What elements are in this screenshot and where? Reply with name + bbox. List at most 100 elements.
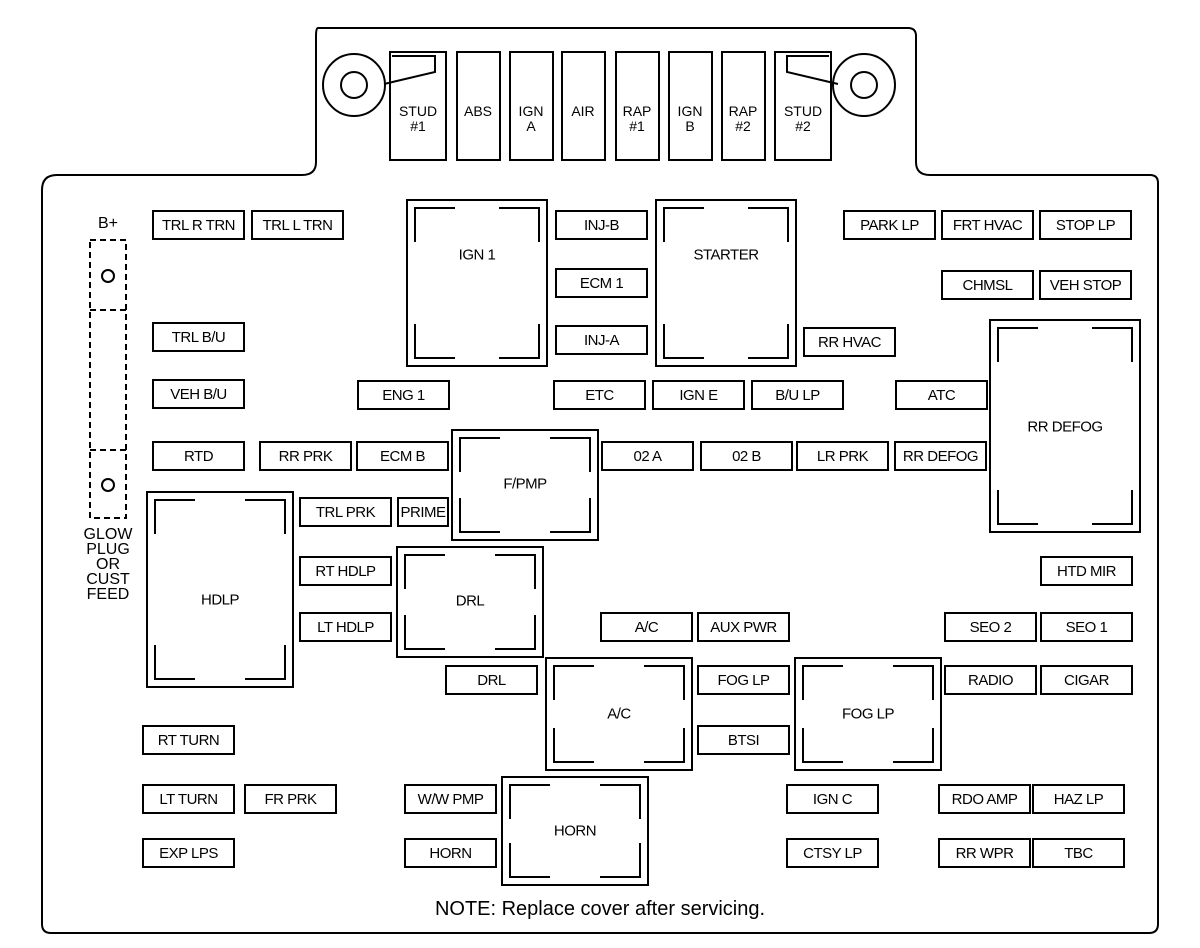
right-mounting-ear: [832, 53, 896, 117]
relay-terminal: [499, 324, 540, 359]
relay-fpmp: [451, 429, 599, 541]
fuse-ctsy-lp: CTSY LP: [786, 838, 879, 868]
fuse-chmsl: CHMSL: [941, 270, 1034, 300]
relay-terminal: [748, 324, 789, 359]
fuse-lr-prk: LR PRK: [796, 441, 889, 471]
relay-terminal: [802, 728, 843, 763]
relay-terminal: [459, 437, 500, 472]
relay-label-hdlp: HDLP: [200, 591, 240, 609]
fuse-rr-wpr: RR WPR: [938, 838, 1031, 868]
service-note: NOTE: Replace cover after servicing.: [434, 898, 766, 920]
relay-terminal: [414, 324, 455, 359]
relay-terminal: [663, 207, 704, 242]
fuse-etc: ETC: [553, 380, 646, 410]
fuse-trl-prk: TRL PRK: [299, 497, 392, 527]
b-plus-label: B+: [97, 215, 118, 232]
relay-terminal: [459, 498, 500, 533]
relay-starter: [655, 199, 797, 367]
relay-fog-lp: [794, 657, 942, 771]
relay-terminal: [997, 490, 1038, 525]
fuse-atc: ATC: [895, 380, 988, 410]
relay-label-starter: STARTER: [693, 246, 759, 264]
relay-terminal: [553, 728, 594, 763]
relay-rr-defog: [989, 319, 1141, 533]
fuse-fog-lp: FOG LP: [697, 665, 790, 695]
relay-terminal: [893, 665, 934, 700]
fuse-haz-lp: HAZ LP: [1032, 784, 1125, 814]
relay-ac: [545, 657, 693, 771]
fuse-inj-a: INJ-A: [555, 325, 648, 355]
fuse-prime: PRIME: [397, 497, 449, 527]
fuse-exp-lps: EXP LPS: [142, 838, 235, 868]
main-fuse-rap2: RAP#2: [728, 103, 758, 134]
relay-label-rr-defog: RR DEFOG: [1027, 418, 1103, 436]
relay-terminal: [245, 645, 286, 680]
b-plus-terminal: [89, 239, 127, 519]
fuse-seo1: SEO 1: [1040, 612, 1133, 642]
fuse-ac: A/C: [600, 612, 693, 642]
relay-terminal: [245, 499, 286, 534]
relay-label-horn: HORN: [553, 822, 597, 840]
relay-terminal: [499, 207, 540, 242]
fuse-seo2: SEO 2: [944, 612, 1037, 642]
main-fuse-air: AIR: [571, 103, 595, 119]
relay-terminal: [1092, 490, 1133, 525]
fuse-ww-pmp: W/W PMP: [404, 784, 497, 814]
fuse-rt-hdlp: RT HDLP: [299, 556, 392, 586]
main-fuse-abs: ABS: [463, 103, 493, 119]
fuse-frt-hvac: FRT HVAC: [941, 210, 1034, 240]
fuse-cigar: CIGAR: [1040, 665, 1133, 695]
relay-terminal: [509, 843, 550, 878]
fuse-rt-turn: RT TURN: [142, 725, 235, 755]
fuse-fr-prk: FR PRK: [244, 784, 337, 814]
fuse-drl: DRL: [445, 665, 538, 695]
main-fuse-stud1: STUD#1: [398, 103, 438, 134]
fuse-tbc: TBC: [1032, 838, 1125, 868]
fuse-park-lp: PARK LP: [843, 210, 936, 240]
fuse-inj-b: INJ-B: [555, 210, 648, 240]
relay-terminal: [414, 207, 455, 242]
relay-terminal: [495, 554, 536, 589]
fuse-trl-r-trn: TRL R TRN: [152, 210, 245, 240]
fuse-rr-defog: RR DEFOG: [894, 441, 987, 471]
fuse-ecm-b: ECM B: [356, 441, 449, 471]
relay-drl: [396, 546, 544, 658]
fuse-rdo-amp: RDO AMP: [938, 784, 1031, 814]
relay-terminal: [404, 615, 445, 650]
relay-horn: [501, 776, 649, 886]
relay-terminal: [550, 437, 591, 472]
fuse-veh-bu: VEH B/U: [152, 379, 245, 409]
relay-terminal: [1092, 327, 1133, 362]
fuse-horn: HORN: [404, 838, 497, 868]
relay-terminal: [644, 665, 685, 700]
left-mounting-ear: [322, 53, 386, 117]
relay-label-fpmp: F/PMP: [503, 475, 547, 493]
fuse-block-outline: [41, 27, 1159, 934]
relay-terminal: [154, 645, 195, 680]
fuse-aux-pwr: AUX PWR: [697, 612, 790, 642]
fuse-eng1: ENG 1: [357, 380, 450, 410]
fuse-02b: 02 B: [700, 441, 793, 471]
main-fuse-stud2: STUD#2: [783, 103, 823, 134]
relay-ign1: [406, 199, 548, 367]
relay-terminal: [997, 327, 1038, 362]
fuse-rtd: RTD: [152, 441, 245, 471]
fuse-lt-hdlp: LT HDLP: [299, 612, 392, 642]
relay-terminal: [495, 615, 536, 650]
relay-label-ac: A/C: [607, 705, 631, 723]
relay-terminal: [893, 728, 934, 763]
relay-terminal: [553, 665, 594, 700]
relay-terminal: [802, 665, 843, 700]
relay-label-fog-lp: FOG LP: [841, 705, 895, 723]
glow-plug-label: GLOW PLUG OR CUST FEED: [83, 526, 133, 603]
relay-terminal: [404, 554, 445, 589]
main-fuse-rap1: RAP#1: [622, 103, 652, 134]
fuse-rr-prk: RR PRK: [259, 441, 352, 471]
relay-terminal: [154, 499, 195, 534]
relay-terminal: [600, 843, 641, 878]
relay-terminal: [550, 498, 591, 533]
relay-terminal: [663, 324, 704, 359]
